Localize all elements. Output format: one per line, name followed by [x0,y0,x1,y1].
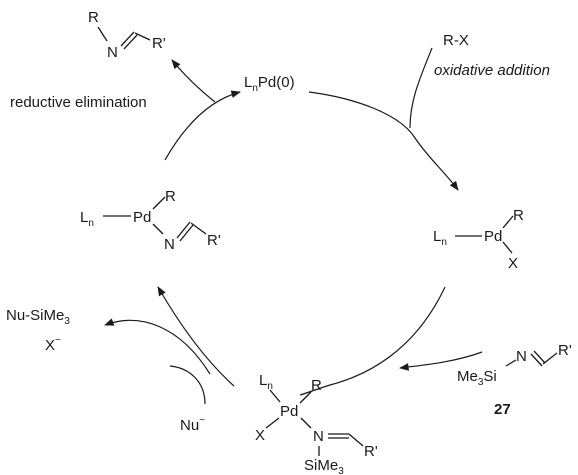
am-c-r-bond [190,222,207,235]
silane-byproduct-label: Nu-SiMe3 [6,307,70,327]
cx-pd-x-bond [265,417,280,429]
am-pd-r-bond [152,196,166,210]
arrow-desilylation [157,286,235,387]
arrow-oxidative-addition [308,91,459,191]
arrow-transmetalation-in [299,286,446,396]
am-r-prime-label: R' [207,232,221,249]
cx-sime3-label: SiMe3 [304,457,344,475]
arrow-rx-entry [409,47,433,129]
am-n-c-double-bond [176,221,191,239]
am-pd-label: Pd [133,209,151,226]
am-ln-label: Ln [80,209,94,229]
product-imine: R N R' [88,9,166,61]
product-r-n-bond [97,26,108,42]
am-pd-n-bond [152,223,164,235]
reductive-elimination-label: reductive elimination [10,94,147,111]
oxidative-addition-label: oxidative addition [434,62,550,79]
aryl-halide-label: R-X [443,32,469,49]
catalyst-label: LnPd(0) [244,74,295,94]
product-n-label: N [107,44,118,61]
product-c-r-bond [134,32,151,41]
arrow-nucleophile-in [169,365,206,405]
arrow-product-out [171,59,216,103]
imine-si-n-bond [505,359,517,367]
oa-pd-x-bond [502,241,513,254]
cx-l-pd-bond [269,389,281,403]
compound-number-label: 27 [494,401,511,418]
oa-ln-label: Ln [433,228,447,248]
cx-r-prime-label: R' [364,443,378,460]
imine-n-c-double-bond-2 [533,350,546,364]
imine-n-c-double-bond [530,353,543,367]
product-r-prime-label: R' [152,35,166,52]
product-r-label: R [88,9,99,26]
cx-r-label: R [311,377,322,394]
oa-x-label: X [508,255,518,272]
imine-27: Me3Si N R' 27 [457,342,572,418]
cx-ln-label: Ln [259,372,273,392]
arrow-imine-entry [399,351,483,371]
halide-byproduct-label: X− [45,335,61,354]
am-r-label: R [165,188,176,205]
cx-c-r-bond [348,433,364,447]
intermediate-amido: Ln Pd R N R' [80,188,221,253]
imine-r-prime-label: R' [558,342,572,359]
oa-pd-label: Pd [484,228,502,245]
catalyst-pd0: LnPd(0) [244,74,295,94]
imine-me3si-label: Me3Si [457,368,497,388]
nucleophile-label: Nu− [180,415,205,434]
cx-x-label: X [255,427,265,444]
arrow-cycle-top [164,90,241,161]
arrow-silane-out [104,318,211,375]
product-n-c-double-bond [120,31,135,47]
oa-r-label: R [513,207,524,224]
imine-n-label: N [516,348,527,365]
am-n-c-double-bond-2 [179,224,194,242]
imine-c-r-bond [542,352,558,365]
cx-pd-label: Pd [280,403,298,420]
cx-n-label: N [313,428,324,445]
oa-pd-r-bond [502,215,514,229]
am-n-label: N [164,236,175,253]
product-n-c-double-bond-2 [123,34,138,50]
intermediate-imine-complex: Ln Pd R X N R' SiMe3 [255,372,378,475]
cx-pd-n-bond [300,417,312,429]
cx-pd-r-bond [299,391,312,404]
intermediate-oxidative-addition: Ln Pd R X [433,207,524,272]
